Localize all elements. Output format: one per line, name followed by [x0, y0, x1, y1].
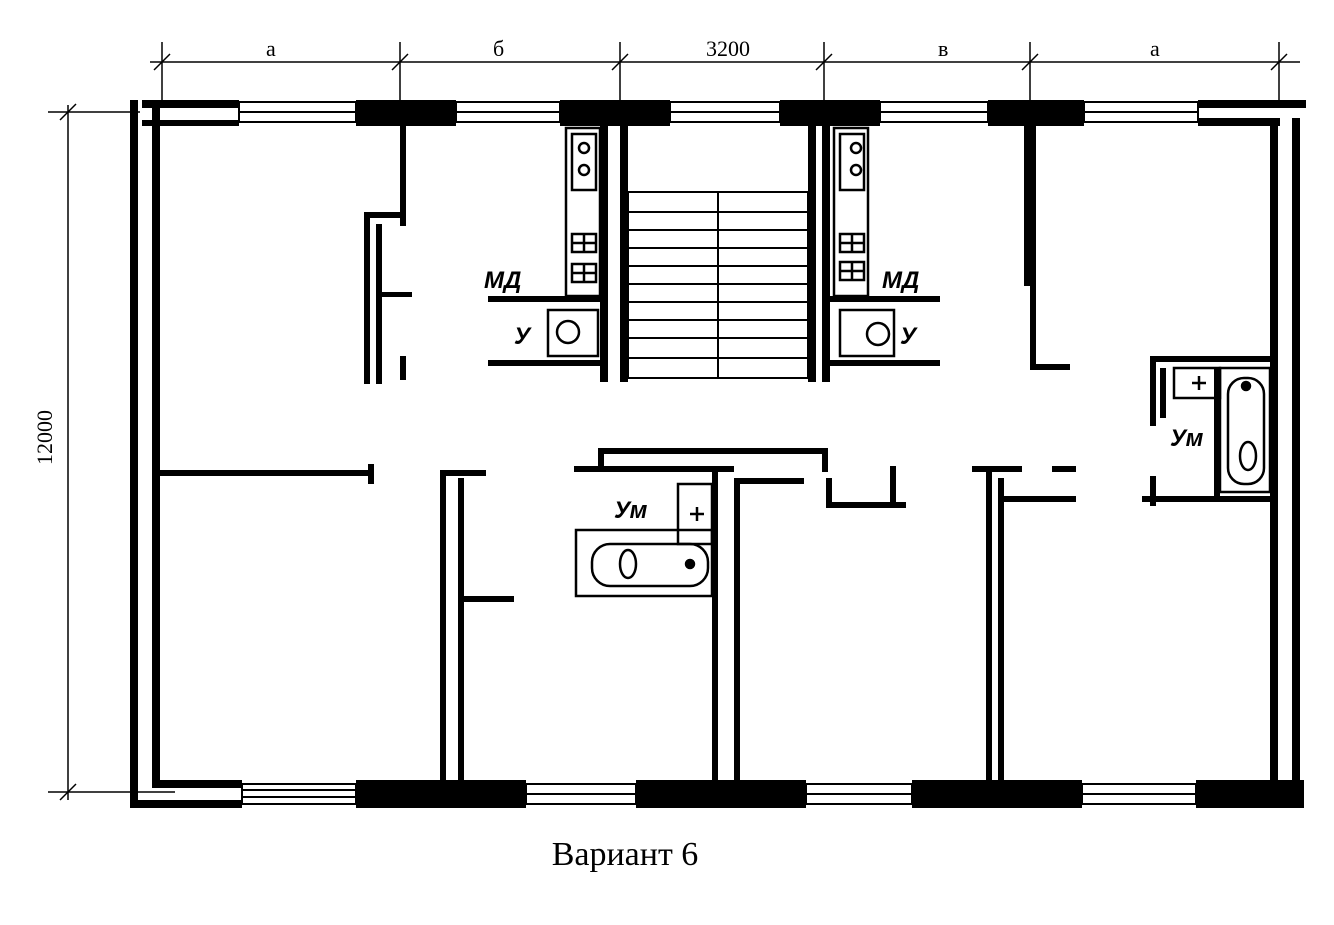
kitchen-right-equipment	[832, 126, 896, 358]
bathroom-center-fixtures	[574, 482, 714, 598]
label-um-right: Ум	[1170, 425, 1204, 452]
dim-top-v: в	[938, 36, 948, 61]
staircase	[627, 191, 809, 379]
interior-walls	[160, 126, 1270, 780]
dim-top-a1: а	[266, 36, 276, 61]
diagram-caption: Вариант 6	[551, 836, 699, 873]
label-md-right: МД	[882, 267, 919, 294]
outer-walls	[130, 100, 1306, 808]
windows-bottom	[241, 783, 1197, 805]
kitchen-left-equipment	[546, 126, 602, 358]
dim-left-12000: 12000	[32, 410, 57, 465]
dim-top-a2: а	[1150, 36, 1160, 61]
dim-top-3200: 3200	[706, 36, 750, 61]
left-dimension-line	[48, 103, 175, 801]
label-md-left: МД	[484, 267, 521, 294]
label-um-center: Ум	[614, 497, 648, 524]
windows-top	[238, 101, 1199, 123]
dim-top-b: б	[493, 36, 504, 61]
bathroom-right-fixtures	[1172, 366, 1272, 494]
label-u-right: У	[900, 323, 918, 350]
label-u-left: У	[514, 323, 532, 350]
top-dimension-line	[150, 42, 1300, 100]
